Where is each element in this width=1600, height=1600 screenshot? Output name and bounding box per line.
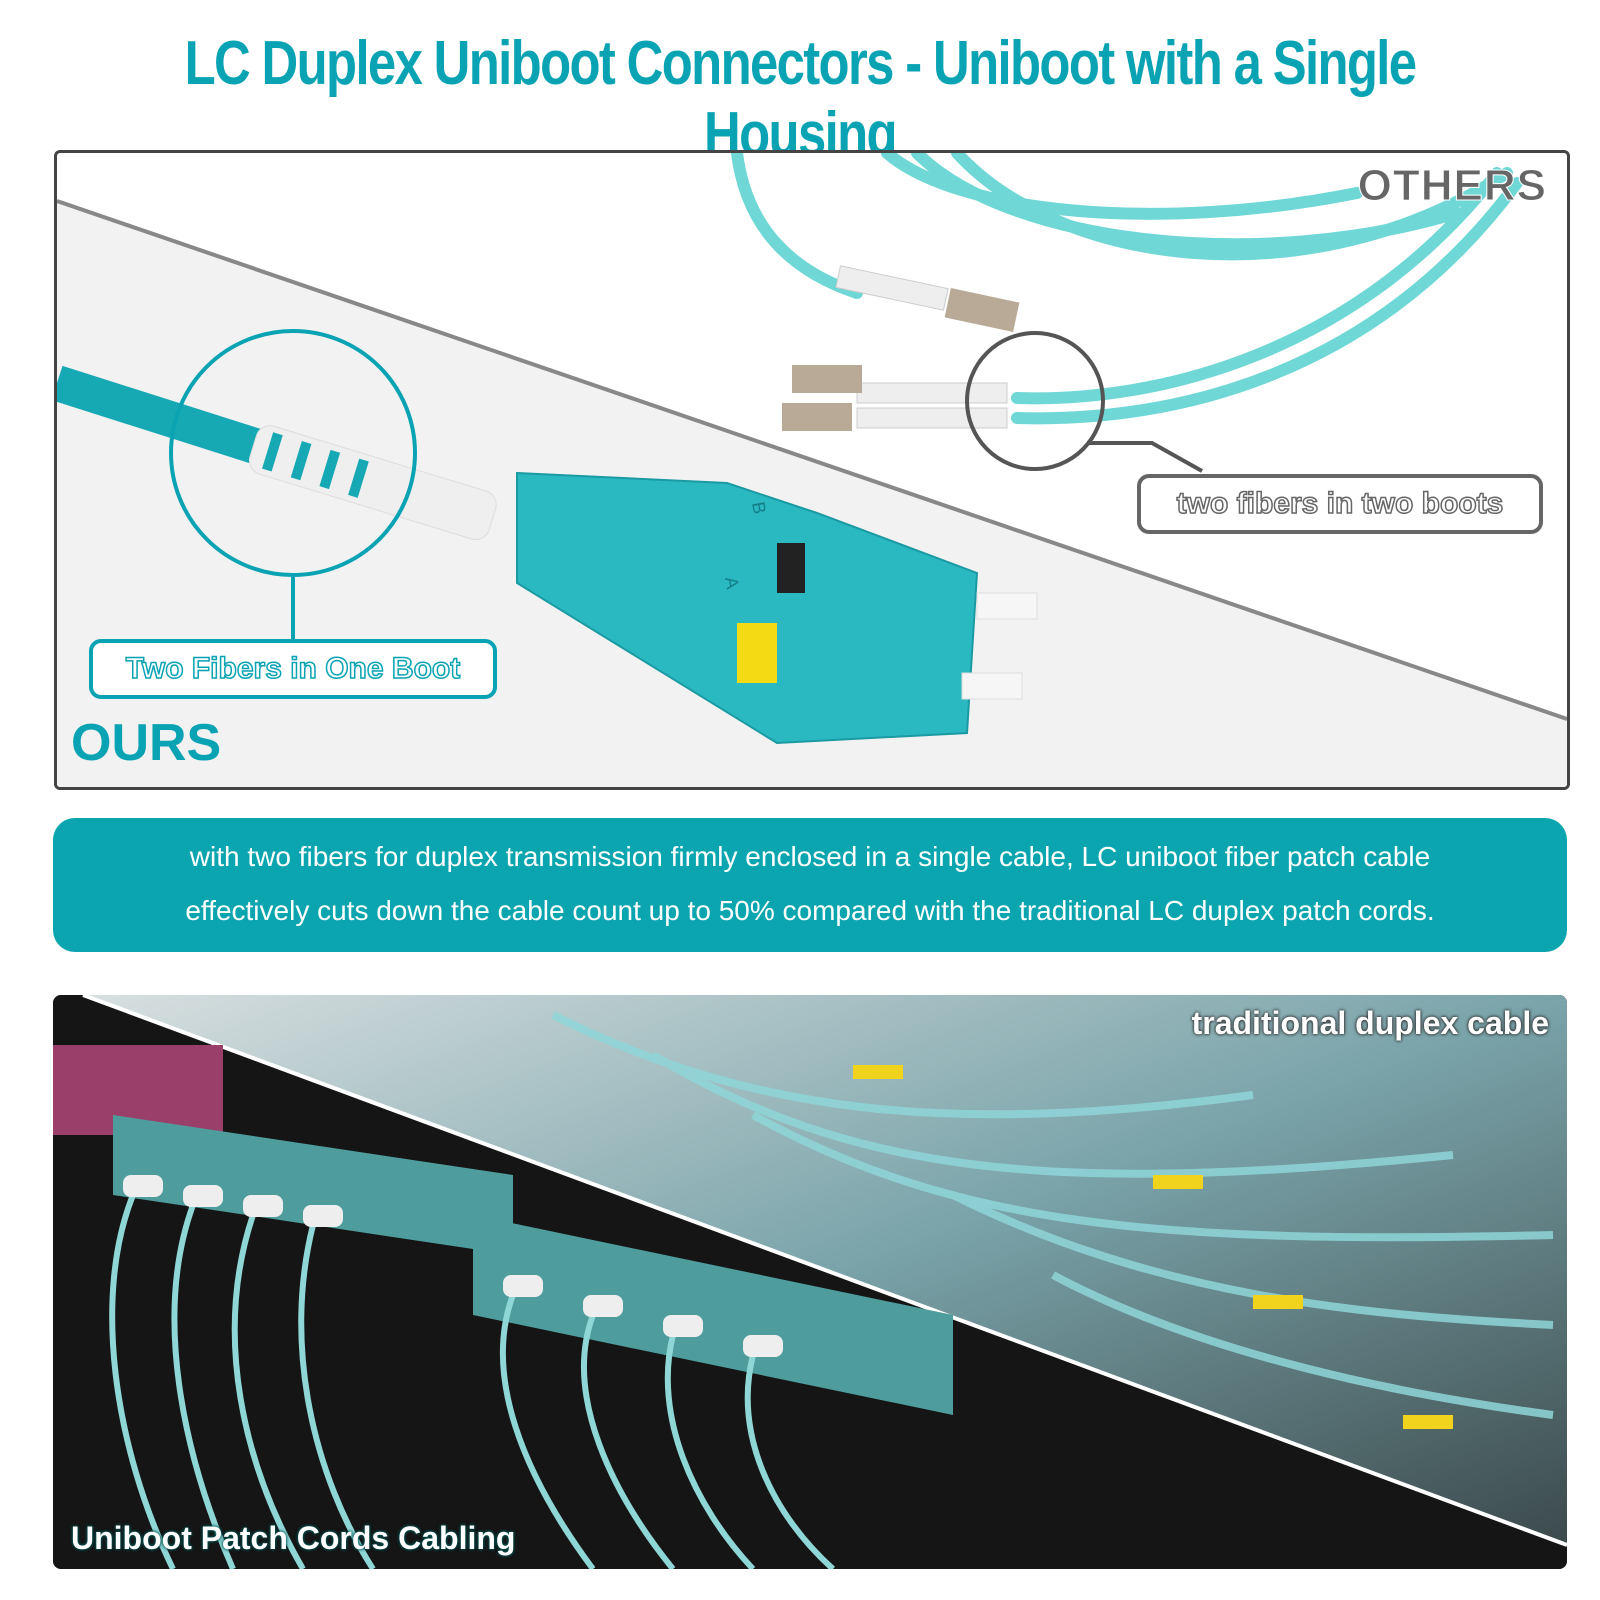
ours-connector-housing: B A xyxy=(516,471,1038,745)
ours-cable xyxy=(57,365,283,471)
traditional-cable-label: traditional duplex cable xyxy=(1191,1005,1549,1041)
description-line-1: with two fibers for duplex transmission … xyxy=(189,841,1431,872)
cabling-photo: traditional duplex cable Uniboot Patch C… xyxy=(53,995,1567,1569)
others-connectors xyxy=(782,265,1020,431)
cabling-photo-illustration xyxy=(53,995,1567,1569)
description-line-2: effectively cuts down the cable count up… xyxy=(185,895,1435,926)
uniboot-cabling-label: Uniboot Patch Cords Cabling xyxy=(71,1520,516,1556)
photo-divider xyxy=(82,995,1567,1547)
uniboot-cables xyxy=(109,1193,836,1569)
marking-a: A xyxy=(721,575,743,590)
others-callout: two fibers in two boots xyxy=(1137,474,1543,534)
others-magnifier-circle xyxy=(965,331,1105,471)
uniboot-panel xyxy=(113,1115,953,1415)
comparison-panel: B A OTHERS two fibers in two boots Two F… xyxy=(54,150,1570,790)
ours-callout: Two Fibers in One Boot xyxy=(89,639,497,699)
traditional-connectors xyxy=(853,1065,1453,1429)
divider-line xyxy=(57,199,1567,721)
ours-boot xyxy=(248,425,497,541)
others-label: OTHERS xyxy=(1357,161,1547,211)
ours-label: OURS xyxy=(71,714,222,772)
others-callout-leader xyxy=(1087,441,1203,473)
others-cables xyxy=(731,153,1523,425)
description-banner: with two fibers for duplex transmission … xyxy=(53,818,1567,952)
uniboot-boots xyxy=(123,1175,783,1357)
marking-b: B xyxy=(748,500,770,515)
traditional-cables xyxy=(551,1011,1554,1419)
page-title: LC Duplex Uniboot Connectors - Uniboot w… xyxy=(184,29,1417,169)
